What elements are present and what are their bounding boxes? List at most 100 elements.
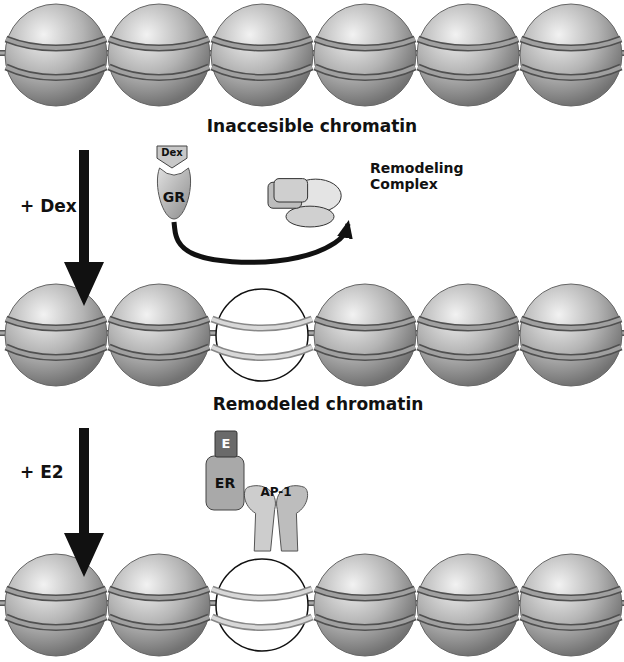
- nucleosome: [5, 284, 107, 386]
- dna-wrap: [212, 319, 312, 328]
- dna-wrap: [109, 67, 209, 78]
- dna-wrap: [315, 67, 415, 78]
- dna-wrap: [109, 39, 209, 48]
- node-label: GR: [163, 189, 185, 205]
- dna-wrap: [6, 319, 106, 328]
- histone-core: [108, 284, 210, 386]
- dna-wrap: [418, 67, 518, 78]
- dna-wrap: [521, 347, 621, 358]
- dna-wrap: [315, 67, 415, 78]
- dna-wrap: [418, 39, 518, 48]
- nucleosome: [520, 284, 622, 386]
- dna-wrap: [212, 39, 312, 48]
- dna-wrap: [109, 319, 209, 328]
- curved-arrow: [174, 222, 348, 262]
- histone-core: [417, 4, 519, 106]
- dna-wrap: [6, 319, 106, 328]
- dna-wrap: [418, 347, 518, 358]
- dna-wrap: [109, 319, 209, 328]
- remodeling-complex: Remodeling Complex: [266, 176, 346, 228]
- dna-wrap: [521, 589, 621, 598]
- dna-wrap: [315, 39, 415, 48]
- dna-wrap: [521, 617, 621, 628]
- chromatin-fiber: [0, 4, 624, 106]
- dna-wrap: [315, 347, 415, 358]
- histone-core: [520, 4, 622, 106]
- dna-wrap: [315, 319, 415, 328]
- dna-wrap: [315, 589, 415, 598]
- treatment-label: + Dex: [20, 196, 77, 216]
- remodeled-nucleosome: [212, 559, 312, 651]
- dna-wrap: [418, 67, 518, 78]
- dna-wrap: [521, 347, 621, 358]
- transcription-factor: AP-1: [242, 480, 310, 554]
- dna-wrap: [109, 617, 209, 628]
- histone-core: [108, 4, 210, 106]
- dna-wrap: [521, 39, 621, 48]
- nucleosome: [211, 4, 313, 106]
- dna-wrap: [315, 347, 415, 358]
- dna-wrap: [418, 617, 518, 628]
- nucleosome: [108, 554, 210, 656]
- nucleosome: [314, 284, 416, 386]
- dna-wrap: [418, 319, 518, 328]
- dna-wrap: [109, 617, 209, 628]
- nucleosome: [5, 4, 107, 106]
- dna-wrap: [212, 67, 312, 78]
- dna-wrap: [521, 39, 621, 48]
- node-outline: [266, 176, 346, 228]
- dna-wrap: [6, 67, 106, 78]
- dna-wrap: [6, 347, 106, 358]
- dna-wrap: [109, 347, 209, 358]
- nucleosome: [5, 554, 107, 656]
- receptor-shape: GR: [155, 166, 193, 220]
- process-arrow: [64, 150, 104, 306]
- histone-core: [211, 4, 313, 106]
- state-caption: Inaccesible chromatin: [207, 116, 417, 136]
- dna-wrap: [521, 67, 621, 78]
- dna-wrap: [6, 67, 106, 78]
- receptor-shape: ER: [205, 455, 245, 511]
- dna-wrap: [6, 347, 106, 358]
- dna-wrap: [109, 39, 209, 48]
- remodeled-nucleosome: [212, 289, 312, 381]
- dna-wrap: [315, 617, 415, 628]
- histone-core: [417, 554, 519, 656]
- histone-core: [520, 554, 622, 656]
- histone-core: [314, 284, 416, 386]
- dna-wrap: [212, 347, 312, 358]
- ligand-tag: E: [214, 430, 238, 458]
- histone-core: [5, 284, 107, 386]
- histone-core: [314, 4, 416, 106]
- treatment-label: + E2: [20, 462, 64, 482]
- node-label: AP-1: [260, 486, 291, 500]
- nucleosome: [108, 284, 210, 386]
- dna-wrap: [418, 589, 518, 598]
- dna-wrap: [418, 39, 518, 48]
- dna-wrap: [212, 589, 312, 598]
- dna-wrap: [212, 347, 312, 358]
- dna-wrap: [521, 589, 621, 598]
- dna-wrap: [418, 319, 518, 328]
- nucleosome: [520, 4, 622, 106]
- nucleosome: [417, 554, 519, 656]
- dna-wrap: [315, 617, 415, 628]
- dna-wrap: [315, 39, 415, 48]
- nucleosome: [314, 554, 416, 656]
- dna-wrap: [418, 589, 518, 598]
- dna-wrap: [109, 67, 209, 78]
- dna-wrap: [315, 589, 415, 598]
- dna-wrap: [418, 347, 518, 358]
- chromatin-fiber: [0, 284, 624, 386]
- dna-wrap: [6, 589, 106, 598]
- node-label: ER: [215, 475, 235, 491]
- histone-core: [5, 4, 107, 106]
- nucleosome: [417, 4, 519, 106]
- nucleosome: [314, 4, 416, 106]
- node-label: Dex: [161, 147, 183, 159]
- ligand-tag: Dex: [156, 145, 188, 169]
- dna-wrap: [6, 589, 106, 598]
